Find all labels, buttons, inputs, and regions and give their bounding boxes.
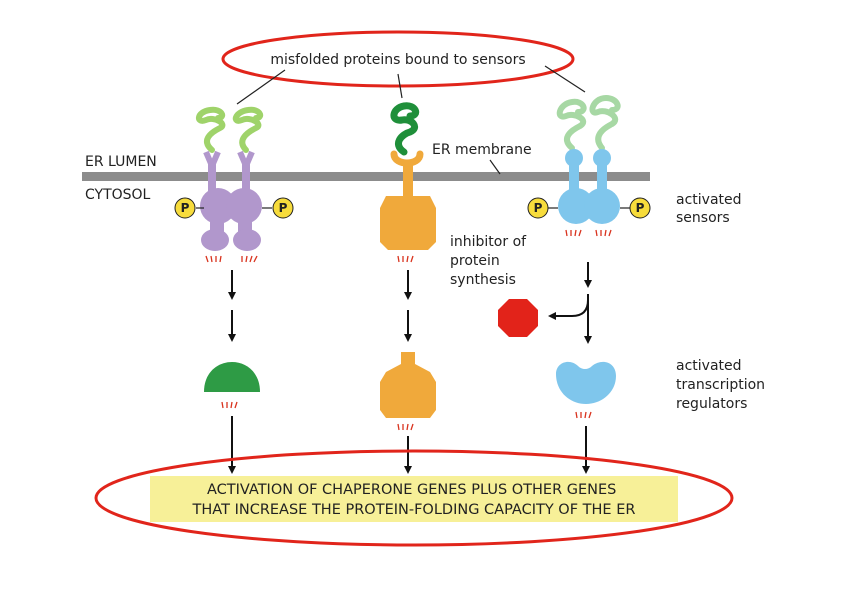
activated-regulators-label: activated transcription regulators [676,358,770,412]
svg-text:P: P [181,201,190,215]
signal-ticks [397,255,414,263]
leader-line-center [397,73,403,99]
blue-regulator [556,361,616,404]
bottom-highlight-box [150,476,678,522]
bottom-label: ACTIVATION OF CHAPERONE GENES PLUS OTHER… [192,482,636,518]
top-highlight-ellipse [221,30,575,88]
signal-ticks [205,255,258,263]
signal-ticks [565,229,612,237]
er-membrane-label: ER membrane [432,142,532,158]
cytosol-label: CYTOSOL [85,187,151,203]
phosphate-badge: P [174,197,204,219]
phosphate-badge: P [620,197,651,219]
svg-text:P: P [636,201,645,215]
er-membrane [82,172,650,181]
blue-sensor-dimer [556,94,621,224]
er-membrane-leader [489,159,501,175]
orange-regulator [380,352,436,418]
inhibitor-label: inhibitor of protein synthesis [450,234,531,288]
phosphate-badge: P [262,197,294,219]
leader-line-left [236,69,286,105]
orange-sensor [380,102,436,250]
purple-sensor-dimer [196,106,264,251]
svg-text:P: P [534,201,543,215]
branch-arrow [548,294,589,320]
green-regulator [204,362,260,392]
top-label: misfolded proteins bound to sensors [270,52,525,68]
er-lumen-label: ER LUMEN [85,154,157,170]
signal-ticks [575,411,592,419]
signal-ticks [397,423,414,431]
activated-sensors-label: activated sensors [676,192,746,226]
leader-line-right [544,65,586,93]
signal-ticks [221,401,238,409]
phosphate-badge: P [527,197,558,219]
bottom-highlight-ellipse [94,449,734,547]
red-inhibitor-octagon [498,299,538,337]
svg-text:P: P [279,201,288,215]
